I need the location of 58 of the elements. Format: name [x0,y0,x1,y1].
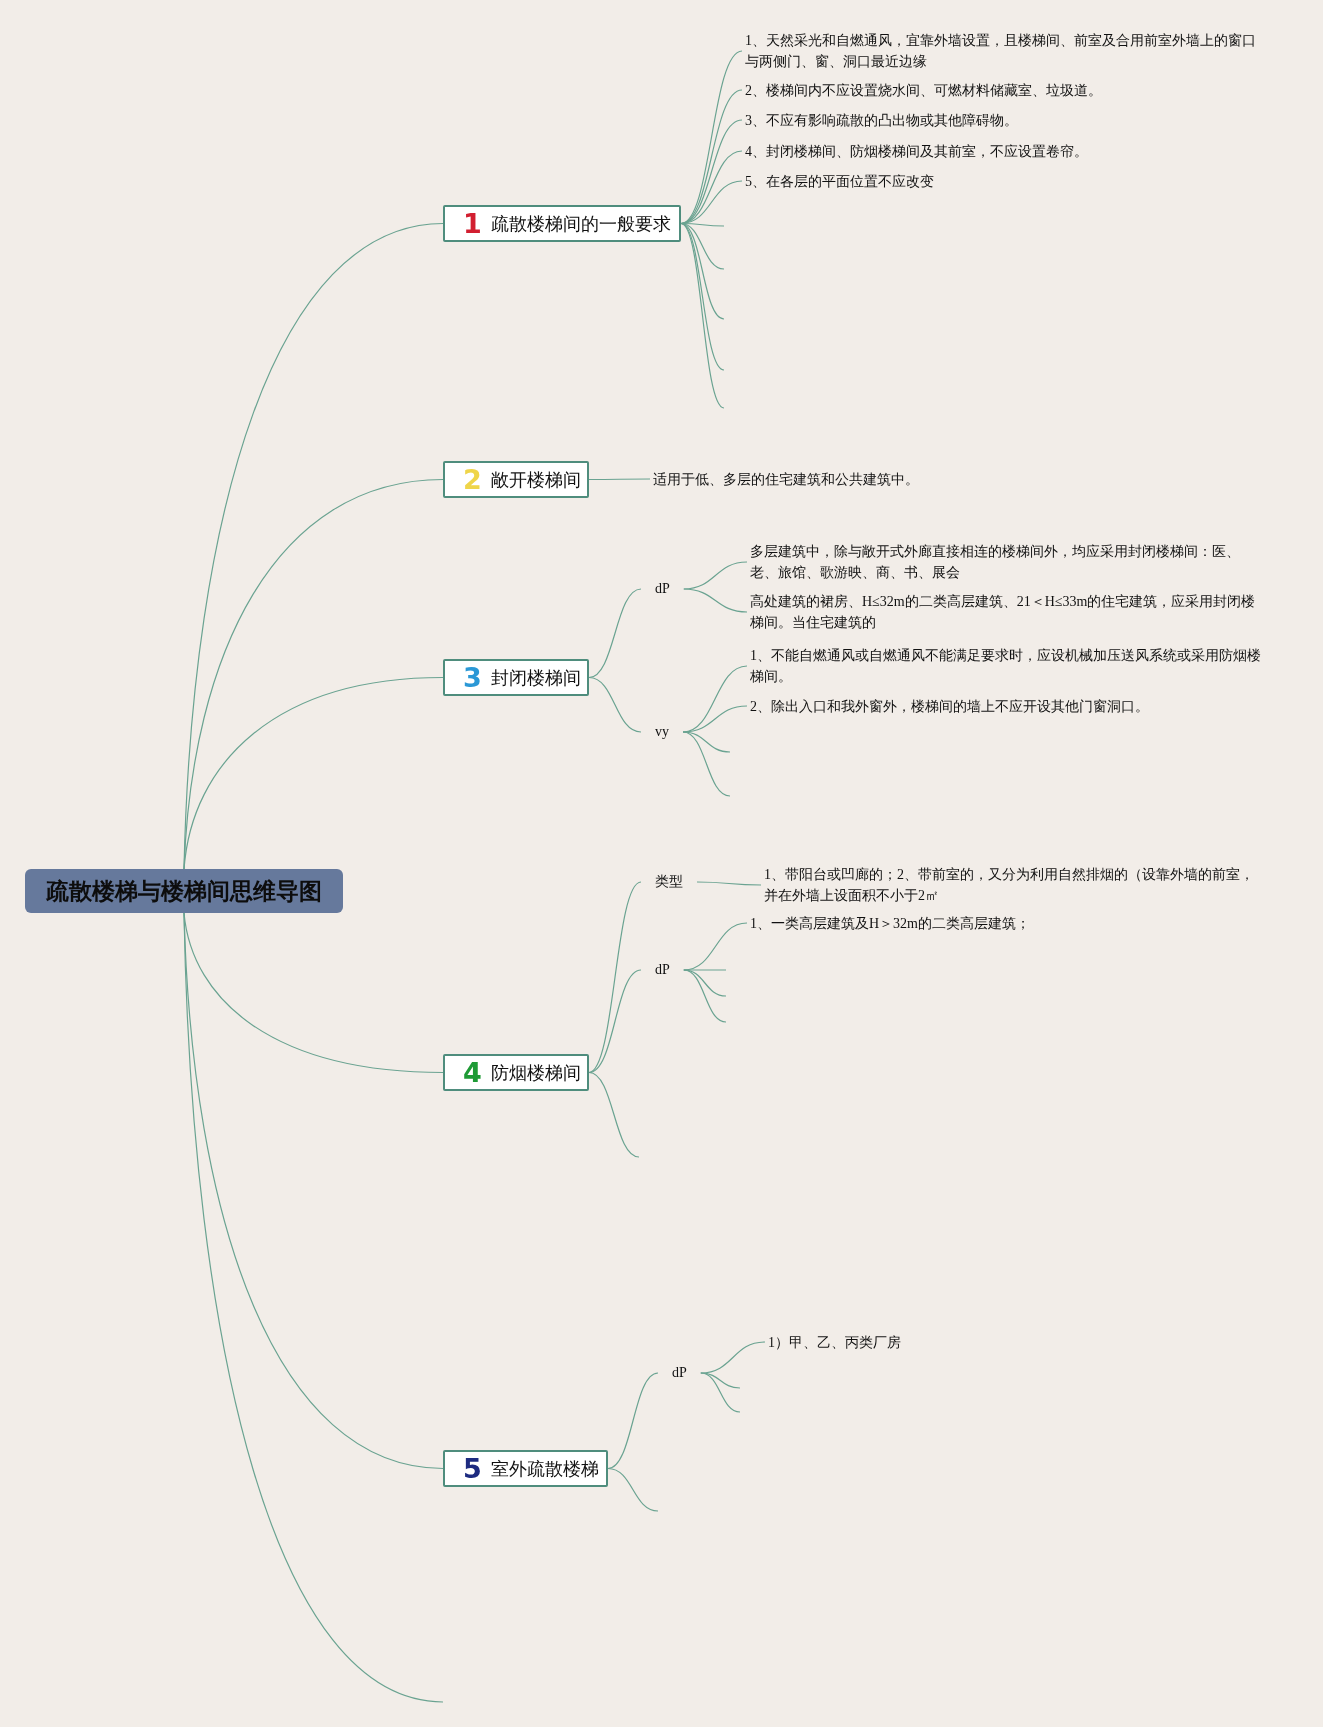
topic-box [443,659,589,696]
connector-line [683,588,748,613]
connector-line [183,676,444,870]
note-text: 1、带阳台或凹廊的；2、带前室的，又分为利用自然排烟的（设靠外墙的前室，并在外墙上设面积不小于2㎡ [761,864,1267,906]
topic-box [443,205,681,242]
connector-line [680,222,725,320]
root-topic-box [25,869,343,913]
note-text: 1、天然采光和自燃通风，宜靠外墙设置，且楼梯间、前室及合用前室外墙上的窗口与两侧门、窗、洞口最近边缘 [742,30,1263,72]
topic-label: 室外疏散楼梯 [490,1456,599,1481]
connector-line [682,731,731,797]
topic-number: 3 [463,662,482,693]
note-text: 2、除出入口和我外窗外，楼梯间的墙上不应开设其他门窗洞口。 [747,695,1263,717]
connector-line [588,881,642,1074]
subtopic-label: vy [641,722,683,742]
connector-line [700,1372,741,1413]
note-text: 多层建筑中，除与敞开式外廊直接相连的楼梯间外，均应采用封闭楼梯间：医、老、旅馆、歌游映、商、书、展会 [747,541,1263,583]
connector-line [683,969,727,971]
topic-number: 5 [463,1453,482,1484]
subtopic-label: dP [658,1363,701,1383]
topic-number: 1 [463,208,482,239]
connector-line [682,731,731,753]
topic-box [443,1450,608,1487]
note-text: 1、一类高层建筑及H＞32m的二类高层建筑； [747,912,1263,934]
note-text: 5、在各层的平面位置不应改变 [742,170,1263,192]
connector-line [588,676,642,733]
subtopic-label: 类型 [641,872,697,892]
note-text: 2、楼梯间内不应设置烧水间、可燃材料储藏室、垃圾道。 [742,79,1263,101]
note-text: 1）甲、乙、丙类厂房 [765,1331,901,1353]
note-text: 1、不能自燃通风或自燃通风不能满足要求时，应设机械加压送风系统或采用防烟楼梯间。 [747,645,1263,687]
connector-line [680,150,743,225]
connector-line [683,969,727,1023]
topic-label: 防烟楼梯间 [490,1060,581,1085]
connector-line [183,478,444,870]
connector-line [588,478,651,481]
connector-line [696,881,762,886]
connector-line [700,1341,766,1374]
topic-label: 敞开楼梯间 [490,467,581,492]
topic-number: 4 [463,1057,482,1088]
connector-line [680,222,725,409]
topic-box [443,1054,589,1091]
topic-label: 封闭楼梯间 [490,665,581,690]
connector-line [607,1372,659,1470]
subtopic-label: dP [641,579,684,599]
note-text: 4、封闭楼梯间、防烟楼梯间及其前室，不应设置卷帘。 [742,140,1263,162]
note-text: 3、不应有影响疏散的凸出物或其他障碍物。 [742,109,1263,131]
connector-line [588,1071,640,1158]
subtopic-label: dP [641,960,684,980]
topic-label: 疏散楼梯间的一般要求 [490,211,671,236]
topic-title: 疏散楼梯与楼梯间思维导图 [46,876,322,906]
note-text: 适用于低、多层的住宅建筑和公共建筑中。 [650,468,919,490]
connector-line [588,588,642,679]
note-text: 高处建筑的裙房、H≤32m的二类高层建筑、21＜H≤33m的住宅建筑，应采用封闭楼梯间。当住宅建筑的 [747,591,1263,633]
topic-box [443,461,589,498]
topic-number: 2 [463,464,482,495]
connector-line [607,1467,659,1512]
connector-line [183,912,444,1703]
connector-line [588,969,642,1074]
connector-line [683,969,727,997]
